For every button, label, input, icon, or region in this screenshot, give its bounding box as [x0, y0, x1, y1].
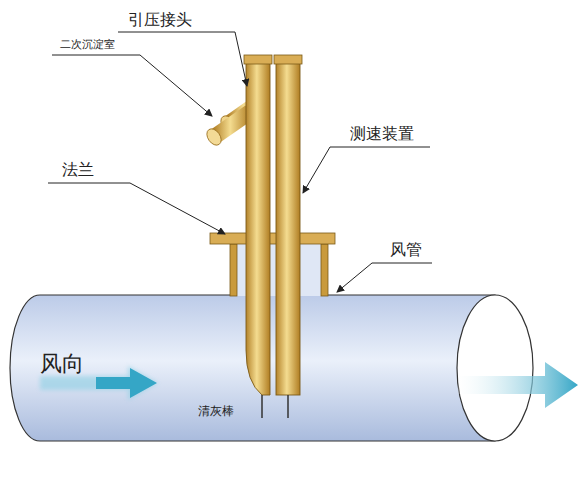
flange-plate — [210, 233, 335, 244]
flow-arrow — [458, 362, 578, 408]
leader-line — [303, 147, 430, 193]
probe-tube — [276, 62, 300, 395]
flow-arrow — [96, 368, 157, 398]
cleaning-rod — [287, 395, 289, 418]
part-label: 二次沉淀室 — [60, 39, 115, 51]
cleaning-rod — [261, 395, 263, 418]
flange-neck — [321, 244, 328, 296]
probe-tube — [246, 62, 270, 395]
pressure-connector — [274, 55, 302, 64]
leader-line — [48, 183, 225, 234]
leader-line — [337, 263, 432, 292]
duct-opening — [457, 295, 533, 441]
part-label: 法兰 — [62, 161, 94, 179]
pressure-connector — [244, 55, 272, 64]
leader-line — [52, 55, 212, 116]
flow-label: 风向 — [40, 352, 84, 376]
part-label: 测速装置 — [350, 125, 414, 143]
flange-neck — [230, 244, 237, 296]
chamber-tube — [214, 112, 250, 137]
leader-line — [118, 32, 247, 86]
part-label: 引压接头 — [128, 11, 192, 29]
part-label: 清灰棒 — [198, 405, 234, 418]
part-label: 风管 — [390, 241, 422, 259]
